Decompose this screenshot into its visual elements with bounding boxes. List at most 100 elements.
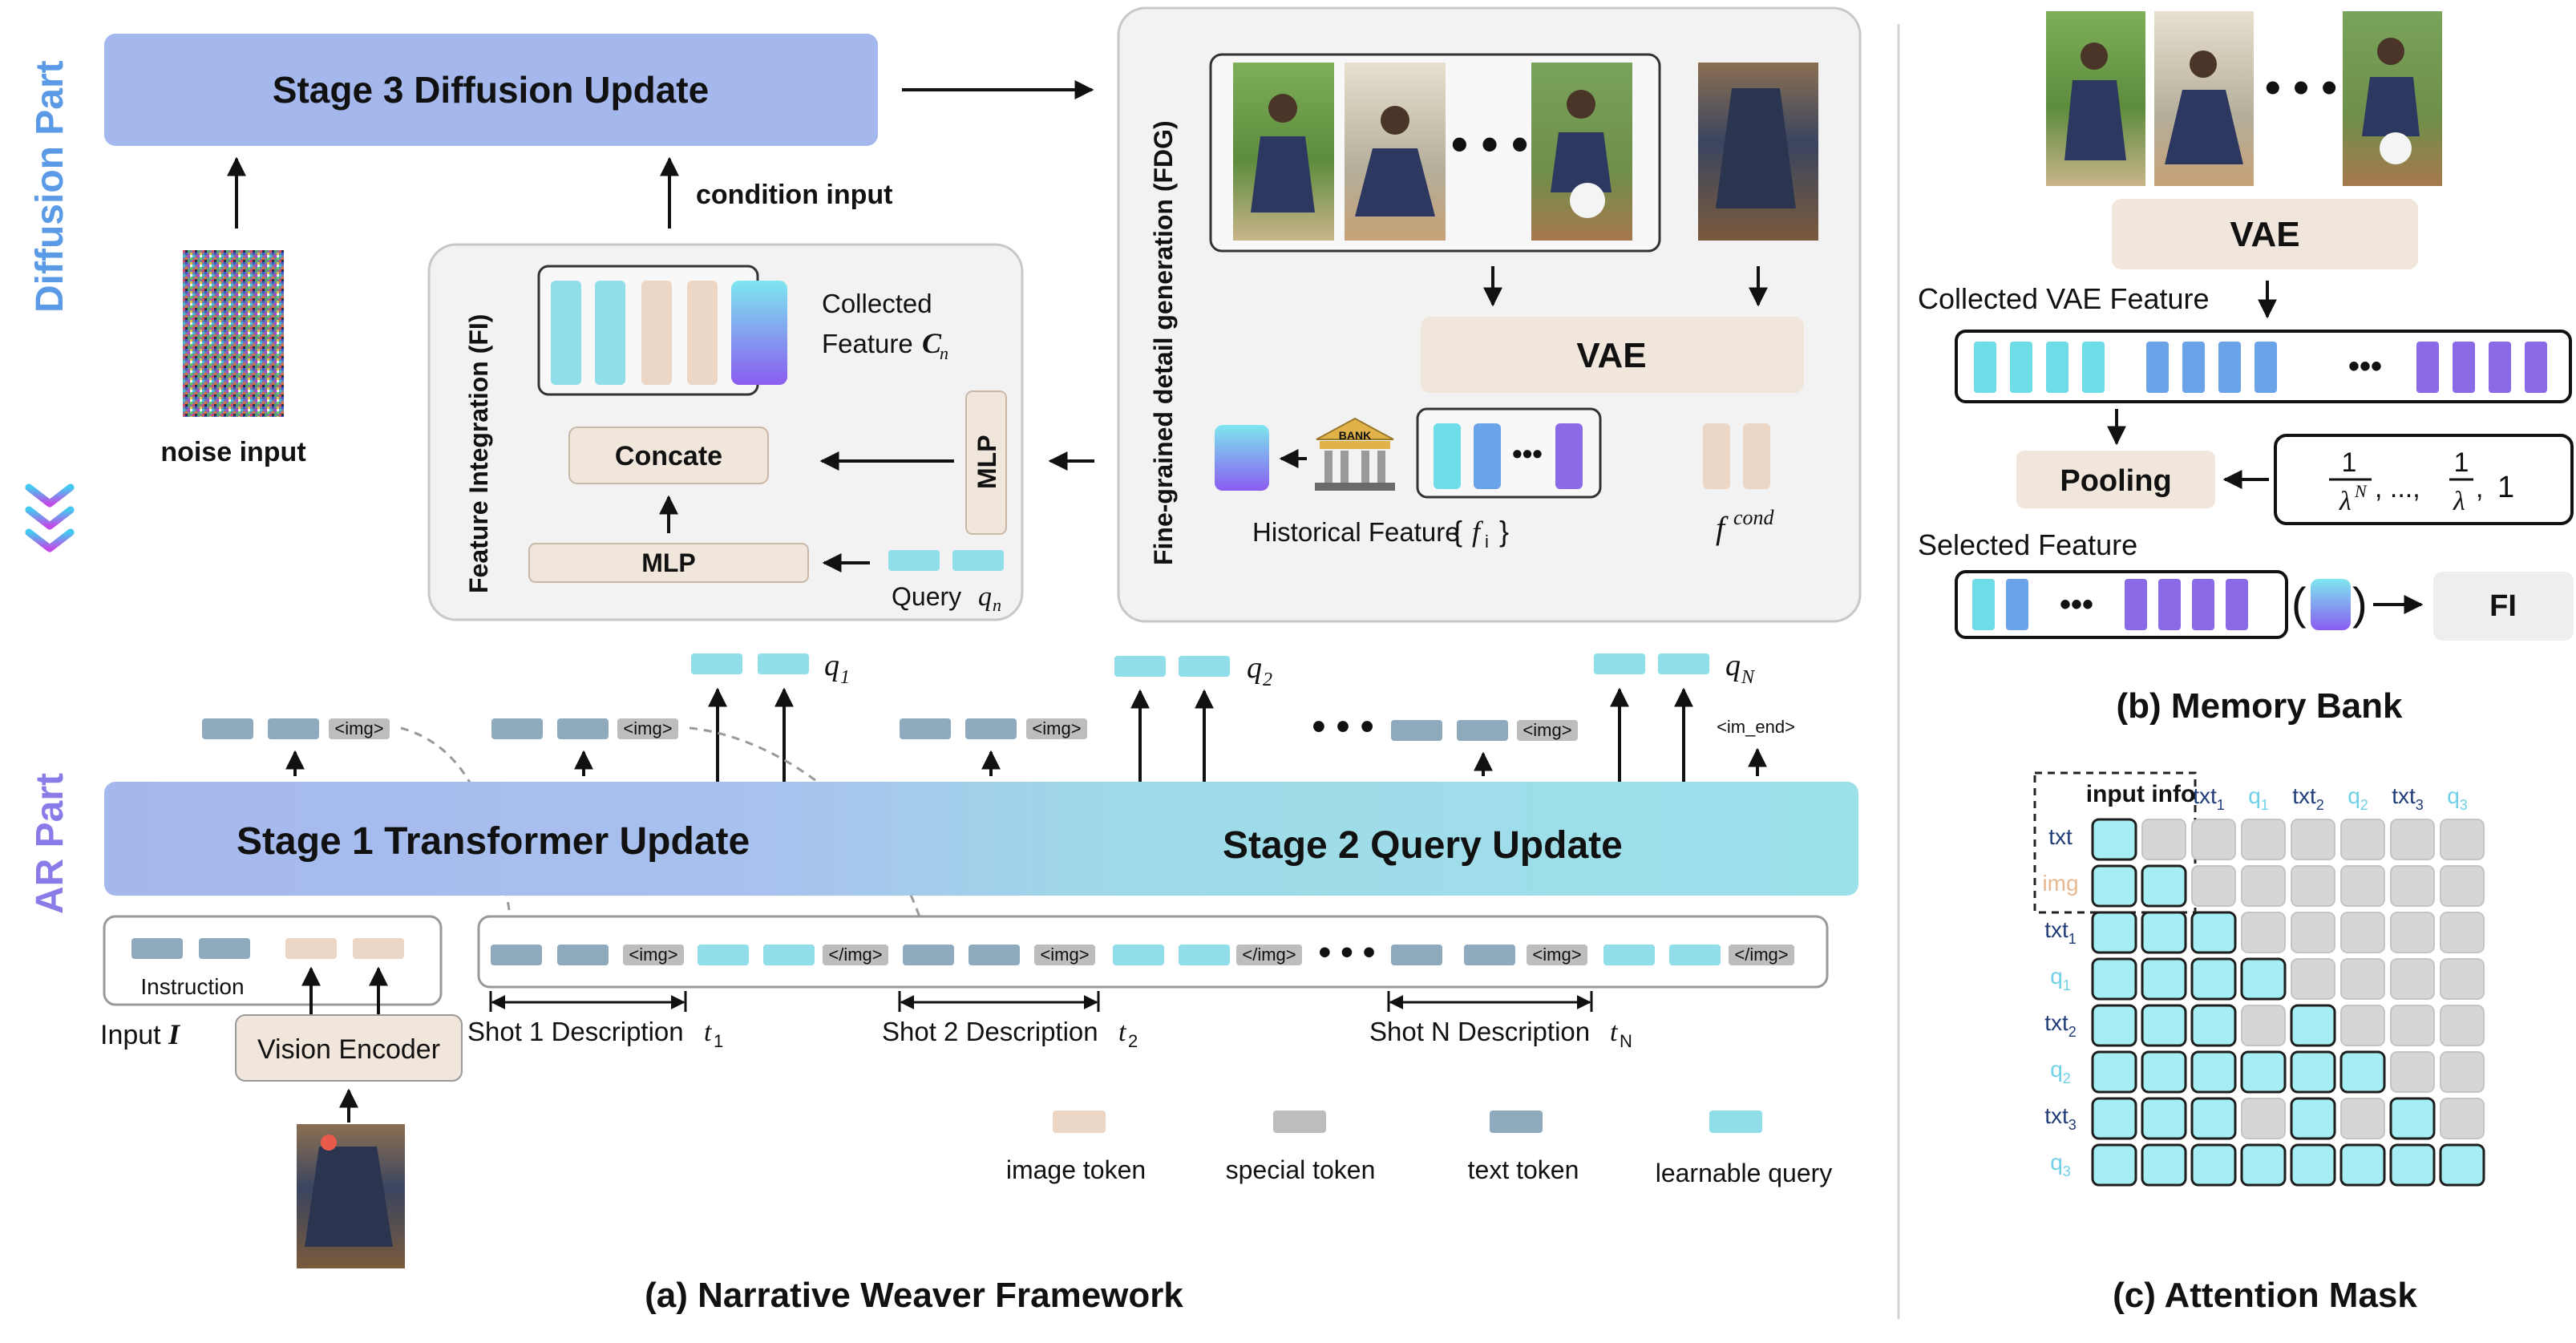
- query-q-subscript: n: [993, 595, 1001, 615]
- instruction-text-token-1: [131, 938, 183, 959]
- svg-text:N: N: [2354, 481, 2368, 501]
- mask-cell: [2340, 958, 2385, 1000]
- svg-text:λ: λ: [2339, 487, 2352, 516]
- legend: image token special token text token lea…: [1006, 1110, 1832, 1187]
- legend-image-swatch: [1053, 1110, 1106, 1133]
- query-up-arrows: [708, 687, 1693, 782]
- mask-cell: [2191, 819, 2236, 860]
- q2-token-b: [1179, 656, 1230, 677]
- collected-bar-4: [687, 281, 718, 385]
- stage2-label: Stage 2 Query Update: [1223, 824, 1623, 867]
- mask-cell: [2241, 865, 2286, 907]
- mask-cell: [2390, 819, 2435, 860]
- mask-cell: [2191, 865, 2236, 907]
- svg-text:</img>: </img>: [1734, 945, 1788, 965]
- c-symbol: C: [922, 327, 942, 359]
- svg-text:<img>: <img>: [623, 718, 672, 738]
- mask-cell: [2340, 1005, 2385, 1046]
- mlp-box: [528, 543, 809, 583]
- shot1-t: t: [704, 1017, 713, 1047]
- svg-text:<img>: <img>: [1523, 720, 1571, 740]
- mask-cell: [2390, 958, 2435, 1000]
- mask-cell: [2091, 1097, 2137, 1140]
- column-header: txt3: [2392, 783, 2424, 813]
- mask-cell: [2340, 819, 2385, 860]
- historical-f-subscript: i: [1485, 532, 1489, 552]
- legend-image-label: image token: [1006, 1155, 1146, 1184]
- qn-token-a: [1594, 653, 1645, 674]
- predicted-up-arrows: [285, 747, 1767, 776]
- q1-symbol: q: [824, 649, 839, 682]
- column-header: q3: [2447, 783, 2468, 813]
- stage3-box: [104, 34, 878, 146]
- pooling-box: [2016, 451, 2215, 508]
- qn-token-b: [1658, 653, 1709, 674]
- row-header: txt1: [2044, 917, 2077, 947]
- lambda-weights: 1 λ N , ..., 1 λ , 1: [2329, 447, 2514, 516]
- ar-part-label: AR Part: [29, 773, 71, 914]
- qn-subscript: N: [1741, 667, 1756, 688]
- mask-cell: [2390, 1005, 2435, 1046]
- mask-cell: [2091, 818, 2137, 861]
- mask-cell: [2240, 1143, 2287, 1187]
- im-end-token: <im_end>: [1717, 717, 1795, 737]
- historical-cube: [1215, 425, 1269, 491]
- mask-cell: [2440, 1098, 2485, 1139]
- mask-cell: [2241, 912, 2286, 953]
- bank-icon: BANK: [1315, 417, 1395, 491]
- mask-cell: [2340, 1098, 2385, 1139]
- svg-text:</img>: </img>: [828, 945, 882, 965]
- mask-cell: [2240, 1050, 2287, 1094]
- vision-encoder-box: [235, 1014, 463, 1082]
- qn-output-group: q N: [1594, 649, 1756, 688]
- mask-cell: [2291, 912, 2335, 953]
- historical-ellipsis: •••: [1512, 437, 1543, 470]
- query-label: Query: [892, 582, 961, 611]
- query-q-symbol: q: [978, 582, 992, 612]
- feature-label: Feature: [822, 329, 913, 358]
- q1-token-a: [691, 653, 742, 674]
- frames-ellipsis: • • •: [1451, 117, 1528, 171]
- mask-cell: [2141, 1143, 2187, 1187]
- row-header: q3: [2050, 1150, 2071, 1179]
- mask-cell: [2091, 1004, 2137, 1047]
- mask-cell: [2290, 1143, 2336, 1187]
- input-label: Input: [100, 1020, 161, 1050]
- mask-cell: [2440, 1051, 2485, 1093]
- c-subscript: n: [940, 343, 948, 363]
- mask-cell: [2440, 1005, 2485, 1046]
- q2-token-a: [1114, 656, 1166, 677]
- mask-cell: [2091, 957, 2137, 1001]
- row-header: txt: [2048, 824, 2073, 849]
- mask-cell: [2389, 1097, 2436, 1140]
- mask-cell: [2439, 1143, 2485, 1187]
- noise-image: [183, 250, 284, 417]
- column-header: txt1: [2193, 783, 2225, 813]
- mask-cell: [2291, 958, 2335, 1000]
- lambda-box: [2274, 434, 2574, 525]
- historical-box: [1416, 407, 1602, 499]
- collected-bar-1: [551, 281, 581, 385]
- q2-subscript: 2: [1263, 669, 1272, 690]
- memory-frames-ellipsis: • • •: [2265, 62, 2337, 112]
- shot2-sub: 2: [1128, 1031, 1138, 1051]
- svg-text:<img>: <img>: [1532, 945, 1581, 965]
- q1-subscript: 1: [840, 667, 850, 688]
- shotn-t: t: [1610, 1017, 1619, 1047]
- fdg-title: Fine-grained detail generation (FDG): [1149, 120, 1178, 565]
- historical-bar-2: [1474, 423, 1501, 489]
- svg-text:•••: •••: [2348, 349, 2382, 384]
- stage1-label: Stage 1 Transformer Update: [237, 820, 750, 863]
- chevrons-icon: [25, 483, 75, 552]
- q2-symbol: q: [1247, 651, 1262, 685]
- q1-token-b: [758, 653, 809, 674]
- row-header: q2: [2050, 1057, 2071, 1086]
- concate-label: Concate: [615, 441, 722, 471]
- stage3-label: Stage 3 Diffusion Update: [273, 69, 709, 111]
- mask-cell: [2291, 819, 2335, 860]
- mask-cell: [2339, 1050, 2386, 1094]
- collected-bar-2: [595, 281, 625, 385]
- input-info-label: input info: [2086, 781, 2196, 807]
- row-header: txt3: [2044, 1103, 2077, 1133]
- instruction-image-token-1: [285, 938, 337, 959]
